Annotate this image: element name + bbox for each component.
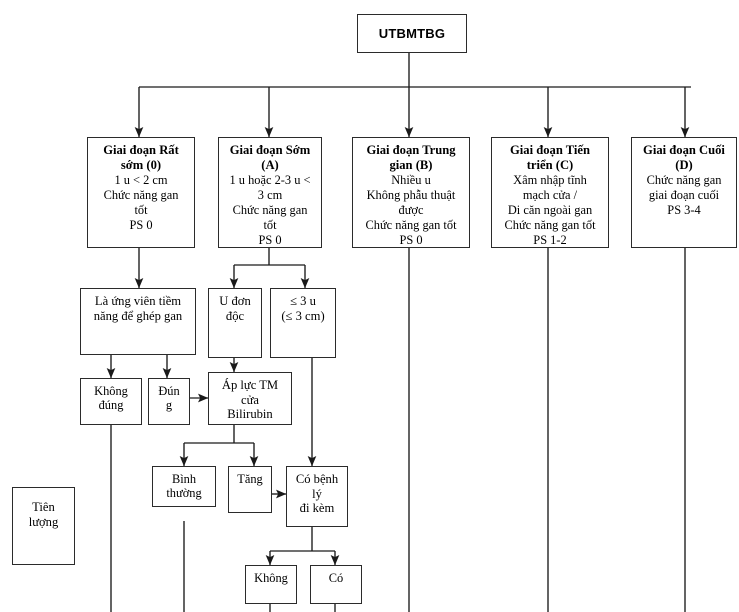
stage-b-line-2: Không phẫu thuật [366,188,456,203]
node-comorbidity[interactable]: Có bệnh lý đi kèm [286,466,348,527]
stage-b-line-3: được [398,202,424,217]
stage-0-heading-line2: sớm (0) [120,158,162,173]
stage-a-line-5: PS 0 [258,232,282,247]
not-correct-line1: Không [94,384,128,398]
portal-pressure-line3: Bilirubin [227,407,273,422]
stage-b-heading-line2: gian (B) [389,158,433,173]
stage-c-line-3: Di căn ngoài gan [507,202,593,217]
transplant-candidate-line1: Là ứng viên tiềm [94,294,182,308]
stage-c-heading-line1: Giai đoạn Tiến [509,143,591,157]
stage-0-line-2: Chức năng gan [103,188,179,203]
stage-0-line-1: 1 u < 2 cm [114,173,168,188]
node-no[interactable]: Không [245,565,297,604]
stage-box-intermediate[interactable]: Giai đoạn Trung gian (B) Nhiều u Không p… [352,137,470,248]
transplant-candidate-line2: năng để ghép gan [93,308,183,323]
no-label: Không [254,571,288,585]
root-node-label: UTBMTBG [378,25,446,41]
stage-c-line-1: Xâm nhập tĩnh [513,173,587,188]
comorbidity-line2: lý [312,486,322,501]
not-correct-line2: đúng [98,398,124,413]
node-yes[interactable]: Có [310,565,362,604]
stage-a-line-2: 3 cm [257,188,283,203]
three-tumors-line1: ≤ 3 u [290,294,316,308]
node-not-correct[interactable]: Không đúng [80,378,142,425]
stage-d-heading-line2: (D) [675,158,693,173]
three-tumors-line2: (≤ 3 cm) [281,308,325,323]
stage-d-heading-line1: Giai đoạn Cuối [643,143,725,157]
stage-a-line-4: tốt [263,217,277,232]
node-correct[interactable]: Đún g [148,378,190,425]
stage-b-line-5: PS 0 [399,232,423,247]
yes-label: Có [328,571,344,585]
stage-b-line-4: Chức năng gan tốt [365,217,457,232]
single-tumor-line1: U đơn [219,294,251,308]
stage-d-line-2: giai đoạn cuối [648,188,720,203]
stage-box-early[interactable]: Giai đoạn Sớm (A) 1 u hoặc 2-3 u < 3 cm … [218,137,322,248]
portal-pressure-line2: cửa [240,392,259,407]
stage-d-line-1: Chức năng gan [646,173,722,188]
stage-box-advanced[interactable]: Giai đoạn Tiến triển (C) Xâm nhập tĩnh m… [491,137,609,248]
stage-b-line-1: Nhiều u [391,173,431,188]
node-single-tumor[interactable]: U đơn độc [208,288,262,358]
node-prognosis[interactable]: Tiên lượng [12,487,75,565]
stage-a-line-3: Chức năng gan [232,202,308,217]
increased-label: Tăng [237,472,263,486]
single-tumor-line2: độc [225,308,245,323]
stage-c-line-5: PS 1-2 [533,232,567,247]
stage-a-heading-line2: (A) [261,158,279,173]
stage-c-line-2: mạch cửa / [522,188,578,203]
normal-line2: thường [166,486,202,501]
node-transplant-candidate[interactable]: Là ứng viên tiềm năng để ghép gan [80,288,196,355]
stage-d-line-3: PS 3-4 [667,202,701,217]
node-three-tumors[interactable]: ≤ 3 u (≤ 3 cm) [270,288,336,358]
node-portal-pressure-bilirubin[interactable]: Áp lực TM cửa Bilirubin [208,372,292,425]
prognosis-line1: Tiên [32,500,55,514]
stage-box-very-early[interactable]: Giai đoạn Rất sớm (0) 1 u < 2 cm Chức nă… [87,137,195,248]
stage-c-heading-line2: triển (C) [526,158,574,173]
stage-a-line-1: 1 u hoặc 2-3 u < [229,173,311,188]
portal-pressure-line1: Áp lực TM [221,378,279,392]
stage-0-line-4: PS 0 [129,217,153,232]
node-increased[interactable]: Tăng [228,466,272,513]
correct-line2: g [165,398,173,413]
stage-0-line-3: tốt [134,202,148,217]
correct-line1: Đún [158,384,180,398]
prognosis-line2: lượng [28,514,59,529]
stage-0-heading-line1: Giai đoạn Rất [103,143,179,157]
comorbidity-line1: Có bệnh [295,472,339,486]
comorbidity-line3: đi kèm [299,501,335,516]
normal-line1: Bình [171,472,197,486]
stage-box-terminal[interactable]: Giai đoạn Cuối (D) Chức năng gan giai đo… [631,137,737,248]
stage-b-heading-line1: Giai đoạn Trung [366,143,456,157]
stage-c-line-4: Chức năng gan tốt [504,217,596,232]
stage-a-heading-line1: Giai đoạn Sớm [229,143,311,157]
root-node-utbmtbg[interactable]: UTBMTBG [357,14,467,53]
node-normal[interactable]: Bình thường [152,466,216,507]
